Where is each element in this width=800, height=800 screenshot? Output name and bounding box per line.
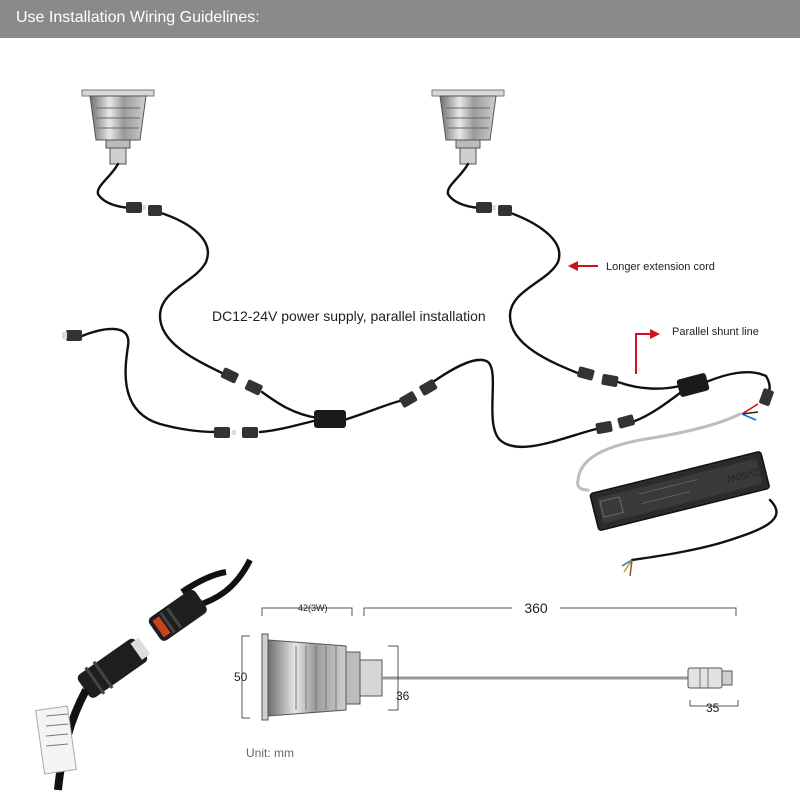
- dim-cable-length-label: 360: [524, 600, 548, 616]
- lamp-left: [81, 89, 155, 165]
- extension-cord-arrow: [568, 261, 598, 271]
- shunt-line-arrow: [635, 329, 660, 374]
- dim-width-label: 42(3W): [298, 603, 328, 613]
- splitter-left: [314, 410, 346, 428]
- cable-middle-to-right: [428, 358, 602, 449]
- cable-left-lamp-lead: [96, 162, 136, 210]
- cable-left-extension: [156, 210, 230, 378]
- cable-splitter-output: [704, 371, 771, 402]
- dim-height-label: 50: [234, 670, 248, 684]
- unit-label: Unit: mm: [246, 746, 294, 760]
- header-bar: Use Installation Wiring Guidelines:: [0, 0, 800, 38]
- dim-body-height-label: 36: [396, 689, 410, 703]
- cable-left-free-branch: [80, 327, 218, 434]
- cable-right-to-splitter: [616, 380, 682, 390]
- cable-driver-input: [576, 412, 742, 492]
- cable-right-lower: [630, 388, 686, 424]
- extension-cord-label: Longer extension cord: [606, 261, 715, 273]
- lamp-right: [431, 89, 505, 165]
- page-title: Use Installation Wiring Guidelines:: [16, 9, 260, 26]
- driver-output-wires: [621, 403, 759, 577]
- connector-closeup: [35, 558, 253, 791]
- dim-connector-length-label: 35: [706, 701, 720, 715]
- cable-mains: [630, 498, 778, 562]
- dimension-drawing: 42(3W) 360 50 36 35 Unit: mm: [234, 600, 739, 760]
- shunt-line-label: Parallel shunt line: [672, 326, 759, 338]
- power-supply-label: DC12-24V power supply, parallel installa…: [212, 308, 486, 324]
- cable-right-extension: [506, 210, 582, 376]
- connectors: [62, 202, 774, 438]
- cable-middle: [342, 398, 406, 422]
- cable-left-branch-join: [258, 418, 320, 434]
- led-driver: 12V50W: [589, 451, 770, 531]
- cable-left-to-splitter: [260, 390, 320, 420]
- cable-right-lamp-lead: [446, 162, 486, 210]
- cables: [80, 162, 778, 562]
- splitter-right: [676, 373, 710, 397]
